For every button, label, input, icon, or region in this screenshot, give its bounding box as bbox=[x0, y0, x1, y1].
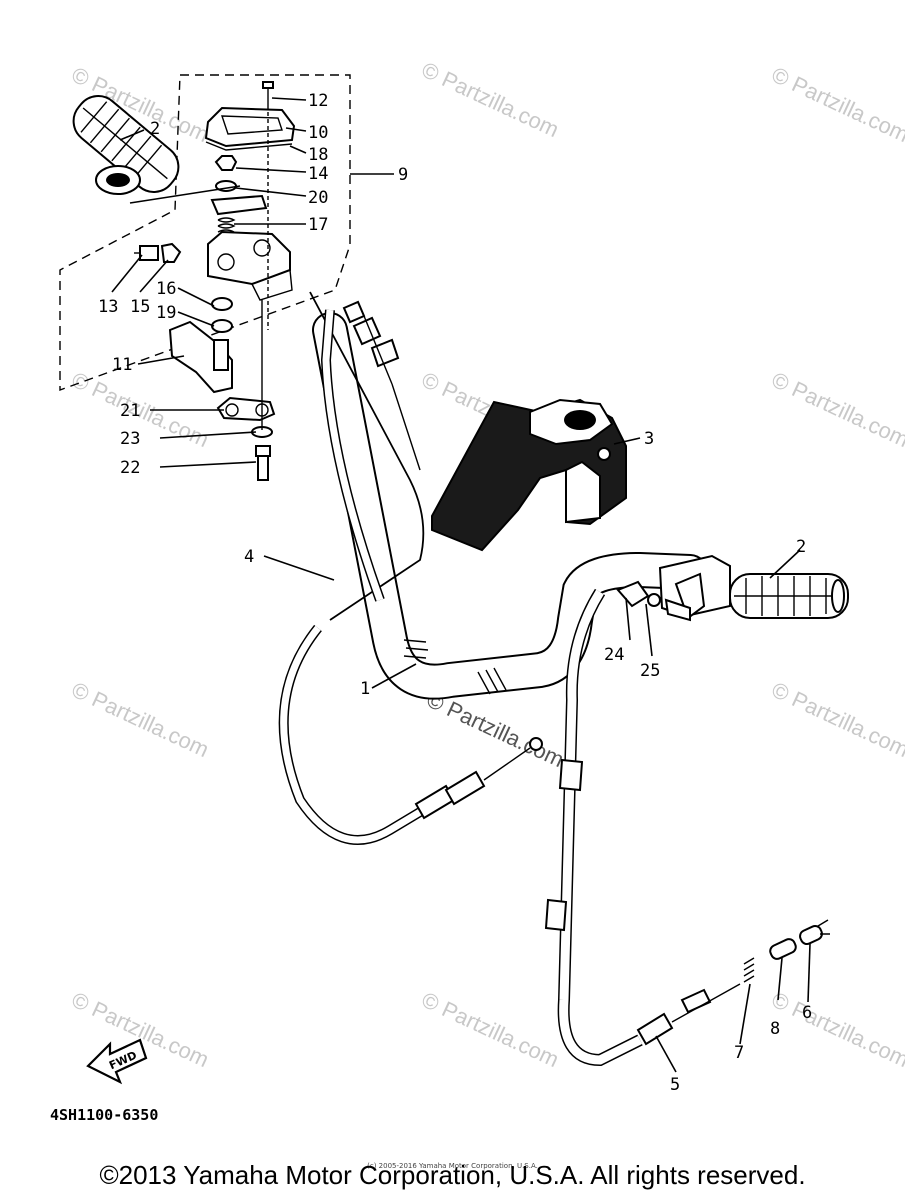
callout-16: 16 bbox=[156, 279, 176, 299]
callout-23: 23 bbox=[120, 429, 140, 449]
callout-12: 12 bbox=[308, 91, 328, 111]
drawing-code: 4SH1100-6350 bbox=[50, 1106, 158, 1124]
watermark: © Partzilla.com bbox=[768, 677, 905, 762]
callout-2-left: 2 bbox=[150, 119, 160, 139]
callout-20: 20 bbox=[308, 188, 328, 208]
watermark: © Partzilla.com bbox=[418, 987, 563, 1072]
clutch-cable-drawing bbox=[278, 291, 543, 845]
callout-labels: 12 10 18 14 20 17 9 2 13 15 16 19 11 21 … bbox=[98, 91, 812, 1095]
callout-25: 25 bbox=[640, 661, 660, 681]
watermark: © Partzilla.com bbox=[768, 367, 905, 452]
callout-21: 21 bbox=[120, 401, 140, 421]
callout-22: 22 bbox=[120, 458, 140, 478]
callout-3: 3 bbox=[644, 429, 654, 449]
callout-7: 7 bbox=[734, 1043, 744, 1063]
callout-15: 15 bbox=[130, 297, 150, 317]
right-grip-drawing bbox=[616, 554, 849, 622]
copyright-footer: ©2013 Yamaha Motor Corporation, U.S.A. A… bbox=[99, 1160, 806, 1190]
callout-10: 10 bbox=[308, 123, 328, 143]
watermark: © Partzilla.com bbox=[418, 57, 563, 142]
fine-print: (c) 2005-2016 Yamaha Motor Corporation, … bbox=[367, 1162, 538, 1170]
fwd-arrow-icon: FWD bbox=[86, 1038, 148, 1085]
leader-lines bbox=[111, 97, 811, 1073]
callout-11: 11 bbox=[112, 355, 132, 375]
watermark-center: © Partzilla.com bbox=[423, 687, 568, 772]
watermark-layer: © Partzilla.com © Partzilla.com © Partzi… bbox=[68, 57, 905, 1072]
callout-19: 19 bbox=[156, 303, 176, 323]
watermark: © Partzilla.com bbox=[768, 62, 905, 147]
callout-4: 4 bbox=[244, 547, 254, 567]
callout-9: 9 bbox=[398, 165, 408, 185]
callout-14: 14 bbox=[308, 164, 328, 184]
handlebar-drawing bbox=[312, 312, 708, 700]
watermark: © Partzilla.com bbox=[68, 677, 213, 762]
watermark: © Partzilla.com bbox=[768, 987, 905, 1072]
callout-8: 8 bbox=[770, 1019, 780, 1039]
callout-1: 1 bbox=[360, 679, 370, 699]
callout-6: 6 bbox=[802, 1003, 812, 1023]
callout-17: 17 bbox=[308, 215, 328, 235]
callout-18: 18 bbox=[308, 145, 328, 165]
callout-5: 5 bbox=[670, 1075, 680, 1095]
lever-assembly-drawing bbox=[134, 81, 296, 481]
callout-2-right: 2 bbox=[796, 537, 806, 557]
callout-24: 24 bbox=[604, 645, 624, 665]
throttle-cable-drawing bbox=[544, 588, 830, 1067]
callout-13: 13 bbox=[98, 297, 118, 317]
left-grip-drawing bbox=[72, 95, 180, 195]
handlebar-cover-drawing bbox=[431, 398, 627, 552]
